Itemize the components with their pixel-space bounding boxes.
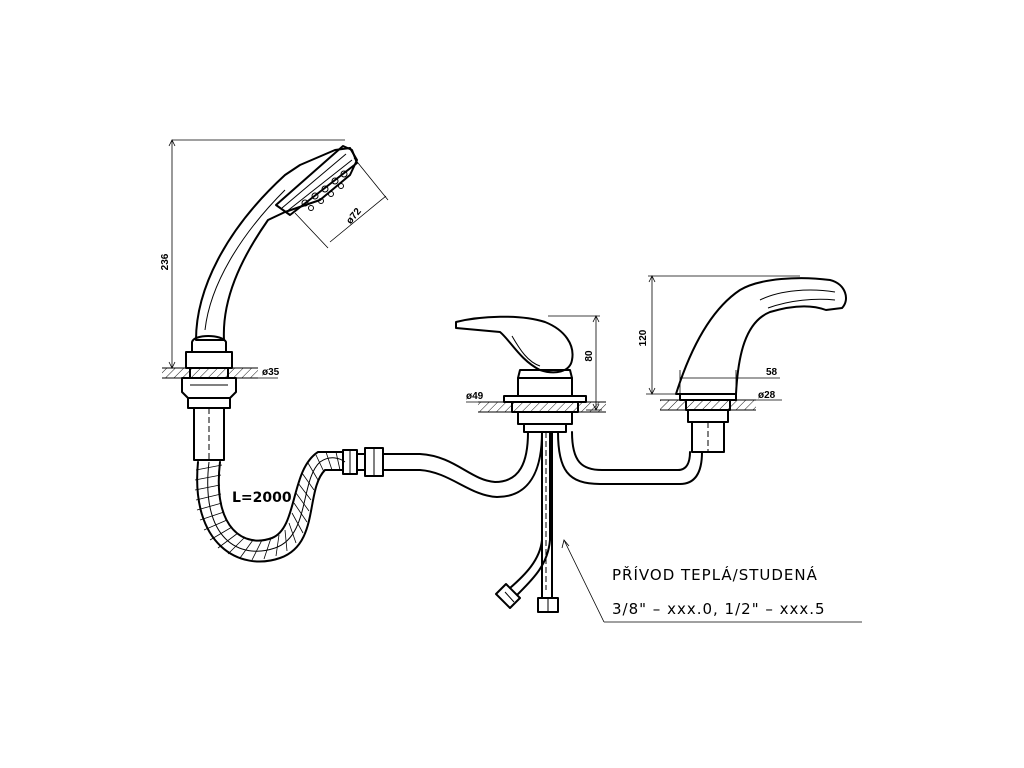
spray-nozzles bbox=[301, 170, 348, 211]
dim-spray-diameter: ø72 bbox=[344, 206, 364, 227]
hand-shower bbox=[162, 145, 358, 461]
dim-spout-base: ø28 bbox=[758, 390, 776, 401]
dim-80: 80 bbox=[584, 350, 595, 362]
dim-120: 120 bbox=[638, 329, 649, 346]
connection-pipes bbox=[382, 431, 703, 613]
single-lever-mixer bbox=[455, 315, 606, 433]
dimension-lines bbox=[166, 139, 862, 623]
dim-hose-length: L=2000 bbox=[232, 490, 292, 506]
supply-note-sizes: 3/8" – xxx.0, 1/2" – xxx.5 bbox=[612, 600, 826, 618]
bath-spout bbox=[660, 277, 847, 453]
dim-58: 58 bbox=[766, 367, 778, 378]
dim-236: 236 bbox=[160, 253, 171, 270]
flexible-hose bbox=[194, 447, 384, 563]
supply-note-title: PŘÍVOD TEPLÁ/STUDENÁ bbox=[612, 565, 818, 584]
dim-mixer-base: ø49 bbox=[466, 391, 484, 402]
dim-holder-diameter: ø35 bbox=[262, 367, 280, 378]
